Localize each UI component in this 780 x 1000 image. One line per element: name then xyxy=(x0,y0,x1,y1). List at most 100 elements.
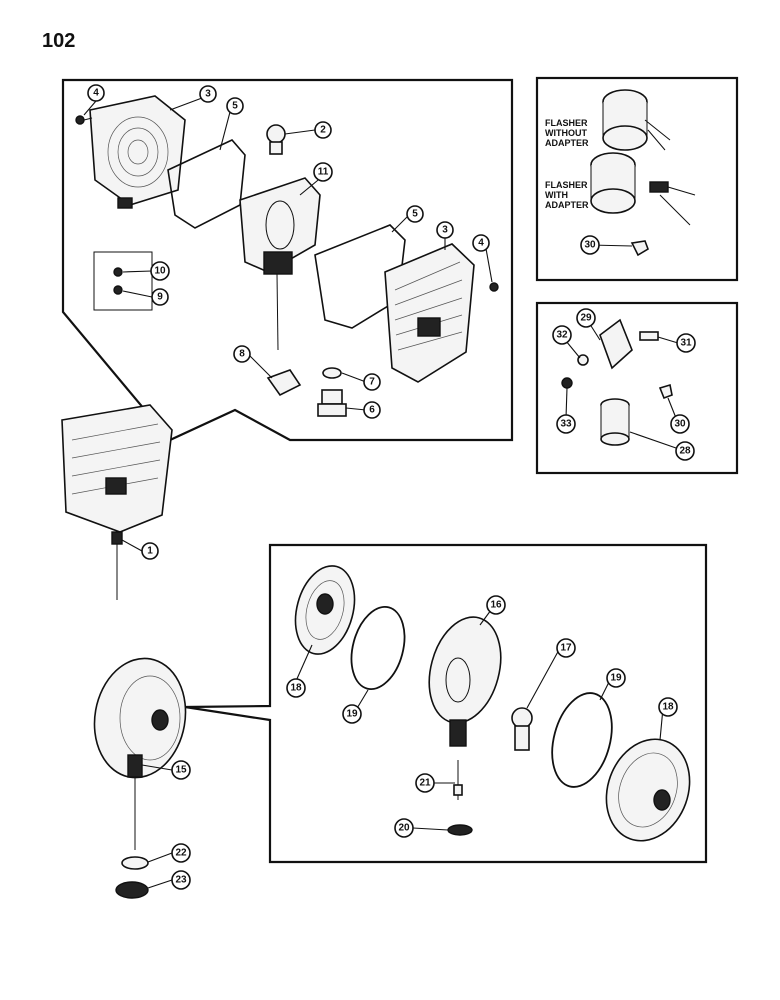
lamp-exploded-panel xyxy=(61,78,514,442)
adapter-clip-lower xyxy=(658,383,673,400)
callout-18-left: 18 xyxy=(286,678,306,698)
svg-text:18: 18 xyxy=(662,702,674,713)
bulb-round xyxy=(511,707,533,751)
svg-text:3: 3 xyxy=(205,89,211,100)
callout-30-lower: 30 xyxy=(670,414,690,434)
svg-text:WITHOUT: WITHOUT xyxy=(545,128,587,138)
svg-text:18: 18 xyxy=(290,683,302,694)
svg-text:FLASHER: FLASHER xyxy=(545,180,588,190)
callout-7: 7 xyxy=(363,373,381,391)
flasher-label-with: FLASHER WITH ADAPTER xyxy=(545,180,589,210)
svg-text:20: 20 xyxy=(398,823,410,834)
lamp-housing-top xyxy=(89,95,186,209)
callout-11: 11 xyxy=(313,162,333,182)
leader-lines xyxy=(83,97,679,889)
flasher-unit xyxy=(600,398,630,446)
svg-text:31: 31 xyxy=(680,338,692,349)
flasher-without-adapter xyxy=(602,89,671,151)
lock-washer xyxy=(322,367,342,379)
grommet xyxy=(447,824,473,836)
callout-2: 2 xyxy=(314,121,332,139)
screw-detail-9 xyxy=(113,285,123,295)
callout-20: 20 xyxy=(394,818,414,838)
callout-4-lower: 4 xyxy=(472,234,490,252)
svg-text:3: 3 xyxy=(442,225,448,236)
mount-plate xyxy=(266,369,302,397)
flasher-label-without: FLASHER WITHOUT ADAPTER xyxy=(545,118,589,148)
svg-text:22: 22 xyxy=(175,848,187,859)
svg-text:32: 32 xyxy=(556,330,568,341)
svg-text:29: 29 xyxy=(580,313,592,324)
callout-31: 31 xyxy=(676,333,696,353)
o-ring-left xyxy=(350,606,406,690)
callout-5-lower: 5 xyxy=(406,205,424,223)
svg-text:7: 7 xyxy=(369,377,375,388)
svg-text:5: 5 xyxy=(412,209,418,220)
bracket-nut xyxy=(561,377,573,389)
callout-8: 8 xyxy=(233,345,251,363)
svg-text:19: 19 xyxy=(610,673,622,684)
socket-plate xyxy=(239,177,321,351)
svg-text:19: 19 xyxy=(346,709,358,720)
callout-16: 16 xyxy=(486,595,506,615)
flasher-panel xyxy=(535,76,739,282)
callout-18-right: 18 xyxy=(658,697,678,717)
screw-top xyxy=(75,115,93,125)
screw-detail-10 xyxy=(113,267,123,277)
mounting-bolt xyxy=(317,389,347,417)
callout-23: 23 xyxy=(171,870,191,890)
callout-6: 6 xyxy=(363,401,381,419)
callout-32: 32 xyxy=(552,325,572,345)
screw-lower xyxy=(489,282,499,292)
bulb-top xyxy=(266,124,286,155)
callout-15: 15 xyxy=(171,760,191,780)
svg-text:4: 4 xyxy=(478,238,484,249)
callout-19-right: 19 xyxy=(606,668,626,688)
svg-text:10: 10 xyxy=(154,266,166,277)
wire-lead xyxy=(453,760,463,800)
page-number: 102 xyxy=(42,30,76,52)
round-lens-back xyxy=(294,565,356,655)
bracket-washer xyxy=(577,354,589,366)
svg-text:ADAPTER: ADAPTER xyxy=(545,200,589,210)
callout-3-top: 3 xyxy=(199,85,217,103)
callout-28: 28 xyxy=(675,441,695,461)
nut-23 xyxy=(115,881,149,899)
flasher-with-adapter xyxy=(590,152,696,226)
svg-text:21: 21 xyxy=(419,778,431,789)
round-lamp-assembly xyxy=(93,657,187,850)
callout-19-left: 19 xyxy=(342,704,362,724)
callout-10: 10 xyxy=(150,261,170,281)
svg-text:30: 30 xyxy=(584,240,596,251)
svg-text:11: 11 xyxy=(318,167,329,178)
svg-text:6: 6 xyxy=(369,405,375,416)
callout-9: 9 xyxy=(151,288,169,306)
svg-text:ADAPTER: ADAPTER xyxy=(545,138,589,148)
bracket-screw xyxy=(639,331,659,341)
svg-text:8: 8 xyxy=(239,349,245,360)
svg-text:1: 1 xyxy=(147,546,153,557)
callout-29: 29 xyxy=(576,308,596,328)
svg-text:16: 16 xyxy=(490,600,502,611)
screw-detail-box xyxy=(93,251,153,311)
svg-text:23: 23 xyxy=(175,875,187,886)
svg-text:17: 17 xyxy=(560,643,572,654)
callout-22: 22 xyxy=(171,843,191,863)
o-ring-right xyxy=(551,692,613,788)
callout-5-top: 5 xyxy=(226,97,244,115)
square-lamp-assembly xyxy=(61,404,173,600)
lamp-lens-lower xyxy=(384,243,475,383)
callout-17: 17 xyxy=(556,638,576,658)
round-lens-front xyxy=(605,738,691,842)
washer-22 xyxy=(121,856,149,870)
callout-21: 21 xyxy=(415,773,435,793)
svg-text:5: 5 xyxy=(232,101,238,112)
callout-1: 1 xyxy=(141,542,159,560)
svg-text:9: 9 xyxy=(157,292,163,303)
round-lamp-housing xyxy=(428,616,502,747)
svg-text:FLASHER: FLASHER xyxy=(545,118,588,128)
flasher-bracket xyxy=(599,318,633,370)
callout-33: 33 xyxy=(556,414,576,434)
callout-30-top: 30 xyxy=(580,235,600,255)
